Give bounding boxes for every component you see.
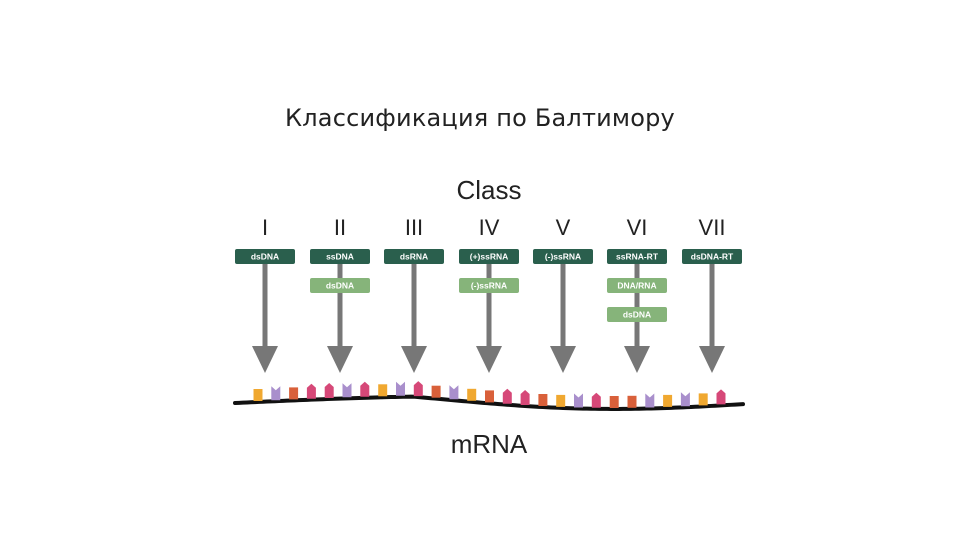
class-numeral: III xyxy=(405,215,423,240)
genome-type-box-bg xyxy=(235,249,295,264)
nucleotide xyxy=(698,393,708,406)
genome-type-box: (-)ssRNA xyxy=(459,278,519,293)
genome-type-box-bg xyxy=(682,249,742,264)
nucleotide xyxy=(253,389,263,401)
arrow-head xyxy=(699,346,725,373)
nucleotide xyxy=(574,393,583,408)
arrow-head xyxy=(550,346,576,373)
nucleotide xyxy=(396,381,405,396)
nucleotide xyxy=(306,383,316,399)
arrow-head xyxy=(624,346,650,373)
genome-type-box: ssRNA-RT xyxy=(607,249,667,264)
nucleotide xyxy=(289,387,299,400)
nucleotide xyxy=(645,393,655,408)
class-numeral: VI xyxy=(627,215,648,240)
arrow-head xyxy=(401,346,427,373)
nucleotide xyxy=(271,386,281,401)
genome-type-box-bg xyxy=(310,278,370,293)
nucleotide xyxy=(716,389,726,405)
genome-type-label: dsDNA xyxy=(623,310,651,320)
arrow-shaft xyxy=(560,264,566,350)
nucleotide xyxy=(609,396,619,408)
genome-type-label: ssDNA xyxy=(326,252,354,262)
genome-type-box-bg xyxy=(607,307,667,322)
nucleotide xyxy=(360,381,370,397)
genome-type-label: dsDNA-RT xyxy=(691,252,734,262)
genome-type-box: (-)ssRNA xyxy=(533,249,593,264)
nucleotide xyxy=(324,383,334,398)
nucleotide xyxy=(502,388,512,404)
genome-type-label: (+)ssRNA xyxy=(470,252,509,262)
class-column: VI ssRNA-RT DNA/RNA dsDNA xyxy=(607,215,667,373)
mrna-strand xyxy=(233,381,745,411)
arrow-shaft xyxy=(486,264,492,350)
arrow-shaft xyxy=(262,264,268,350)
class-column: IV (+)ssRNA (-)ssRNA xyxy=(459,215,519,373)
genome-type-box-bg xyxy=(607,278,667,293)
genome-type-label: (-)ssRNA xyxy=(545,252,581,262)
genome-type-box-bg xyxy=(384,249,444,264)
nucleotide xyxy=(556,394,566,407)
arrow-shaft xyxy=(411,264,417,350)
genome-type-box: dsDNA xyxy=(607,307,667,322)
arrow-shaft xyxy=(709,264,715,350)
class-column: II ssDNA dsDNA xyxy=(310,215,370,373)
genome-type-label: (-)ssRNA xyxy=(471,281,507,291)
nucleotide xyxy=(485,390,494,403)
genome-type-box: dsDNA-RT xyxy=(682,249,742,264)
arrow-head xyxy=(327,346,353,373)
slide-title: Классификация по Балтимору xyxy=(285,104,675,132)
nucleotide xyxy=(663,394,673,407)
genome-type-box: dsDNA xyxy=(310,278,370,293)
genome-type-box: ssDNA xyxy=(310,249,370,264)
nucleotide xyxy=(680,392,690,407)
genome-type-box-bg xyxy=(310,249,370,264)
genome-type-box-bg xyxy=(533,249,593,264)
nucleotide xyxy=(467,388,477,401)
diagram-footer: mRNA xyxy=(451,429,528,459)
genome-type-box: dsRNA xyxy=(384,249,444,264)
genome-type-box-bg xyxy=(459,249,519,264)
nucleotide xyxy=(378,384,388,397)
genome-type-label: dsDNA xyxy=(326,281,354,291)
genome-type-box-bg xyxy=(459,278,519,293)
nucleotide xyxy=(413,381,423,397)
genome-type-label: dsDNA xyxy=(251,252,279,262)
nucleotide xyxy=(449,385,459,400)
nucleotide xyxy=(342,383,352,398)
class-numeral: I xyxy=(262,215,268,240)
diagram-header: Class xyxy=(456,175,521,205)
genome-type-box: DNA/RNA xyxy=(607,278,667,293)
genome-type-label: ssRNA-RT xyxy=(616,252,659,262)
class-column: VII dsDNA-RT xyxy=(682,215,742,373)
genome-type-label: dsRNA xyxy=(400,252,428,262)
arrow-shaft xyxy=(337,264,343,350)
class-column: V (-)ssRNA xyxy=(533,215,593,373)
class-numeral: IV xyxy=(479,215,500,240)
nucleotide xyxy=(520,390,530,405)
nucleotide xyxy=(431,385,441,398)
class-numeral: VII xyxy=(699,215,726,240)
genome-type-box-bg xyxy=(607,249,667,264)
nucleotide xyxy=(591,392,601,408)
nucleotide xyxy=(538,394,548,406)
mrna-backbone xyxy=(233,394,745,411)
class-column: III dsRNA xyxy=(384,215,444,373)
arrow-head xyxy=(252,346,278,373)
genome-type-box: (+)ssRNA xyxy=(459,249,519,264)
nucleotide xyxy=(627,395,637,408)
class-numeral: V xyxy=(556,215,571,240)
genome-type-box: dsDNA xyxy=(235,249,295,264)
arrow-head xyxy=(476,346,502,373)
class-numeral: II xyxy=(334,215,346,240)
class-columns: IdsDNAIIssDNAdsDNAIIIdsRNAIV(+)ssRNA(-)s… xyxy=(235,215,742,373)
genome-type-label: DNA/RNA xyxy=(617,281,656,291)
